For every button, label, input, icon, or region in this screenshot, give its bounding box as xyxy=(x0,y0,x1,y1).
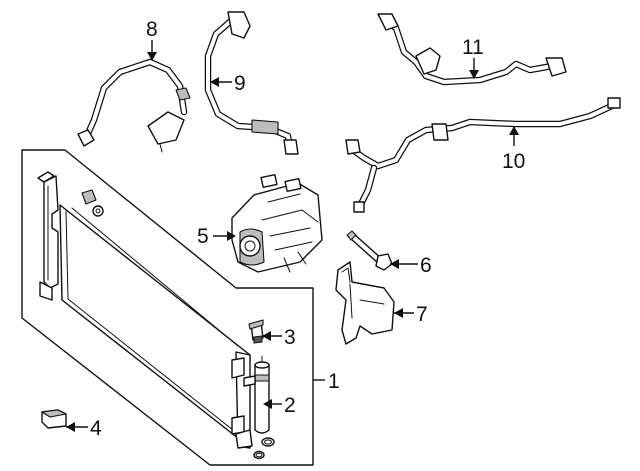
callout-label-5: 5 xyxy=(197,225,209,248)
callout-4: 4 xyxy=(66,417,102,440)
callout-2: 2 xyxy=(263,394,296,417)
callout-label-1: 1 xyxy=(328,370,340,393)
condenser-assembly xyxy=(21,149,314,466)
callout-label-9: 9 xyxy=(234,72,246,95)
bracket xyxy=(41,409,67,429)
discharge-hose xyxy=(77,58,191,153)
callout-9: 9 xyxy=(210,72,246,95)
callout-10: 10 xyxy=(502,126,525,173)
compressor xyxy=(231,173,323,273)
callout-8: 8 xyxy=(146,18,158,61)
callout-label-11: 11 xyxy=(462,36,484,59)
callout-label-10: 10 xyxy=(502,150,525,173)
callout-label-3: 3 xyxy=(284,326,296,349)
heat-shield xyxy=(335,261,395,345)
callout-3: 3 xyxy=(262,326,296,349)
suction-line xyxy=(377,13,567,86)
callout-label-4: 4 xyxy=(90,417,102,440)
suction-hose xyxy=(204,11,299,155)
liquid-line xyxy=(345,97,621,213)
receiver-drier xyxy=(243,355,270,434)
bolt xyxy=(346,230,393,271)
callout-11: 11 xyxy=(462,36,484,79)
callout-label-7: 7 xyxy=(416,303,428,326)
callout-6: 6 xyxy=(390,254,432,277)
callout-label-6: 6 xyxy=(420,254,432,277)
pressure-switch xyxy=(248,319,264,344)
callout-1: 1 xyxy=(313,370,340,393)
callout-7: 7 xyxy=(394,303,428,326)
callout-label-8: 8 xyxy=(146,18,158,41)
callout-5: 5 xyxy=(197,225,236,248)
callout-label-2: 2 xyxy=(284,394,296,417)
